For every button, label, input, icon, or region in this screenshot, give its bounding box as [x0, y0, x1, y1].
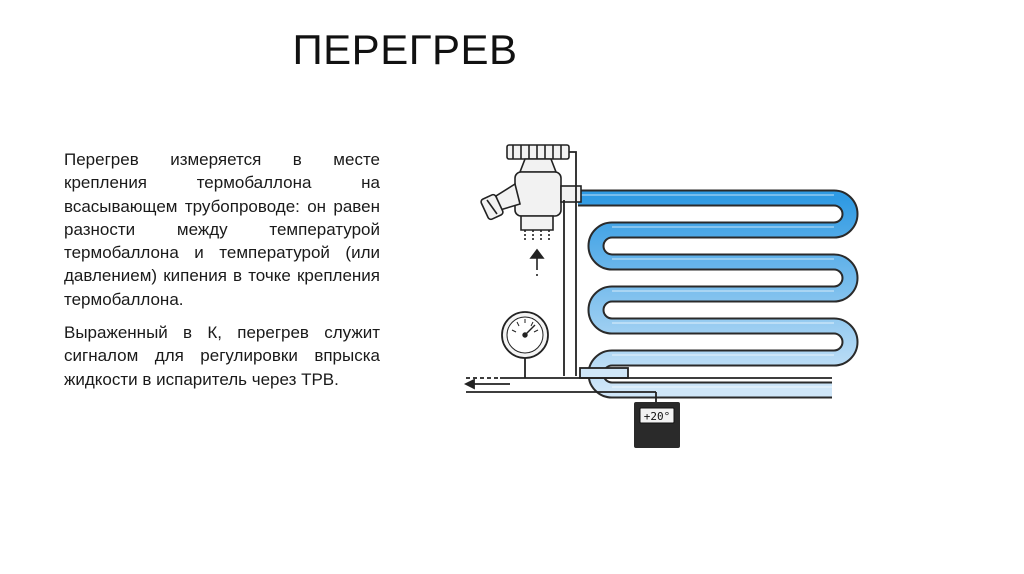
thermometer-display: +20°: [644, 410, 671, 423]
flow-arrow-icon: [529, 248, 545, 276]
digital-thermometer-icon: +20°: [634, 392, 680, 448]
paragraph-superheat-definition: Перегрев измеряется в месте крепления те…: [64, 150, 380, 309]
evaporator-coil: [578, 189, 859, 399]
evaporator-diagram: +20°: [463, 144, 859, 448]
coil-fill: [578, 191, 857, 397]
body-text: Перегрев измеряется в месте крепления те…: [64, 148, 380, 401]
suction-line: [463, 377, 832, 393]
coil-highlight: [578, 194, 834, 388]
paragraph-superheat-signal: Выраженный в К, перегрев служит сигналом…: [64, 323, 380, 389]
slide-title: ПЕРЕГРЕВ: [292, 26, 518, 73]
expansion-valve-icon: [480, 144, 582, 240]
pressure-gauge-icon: [501, 311, 549, 378]
